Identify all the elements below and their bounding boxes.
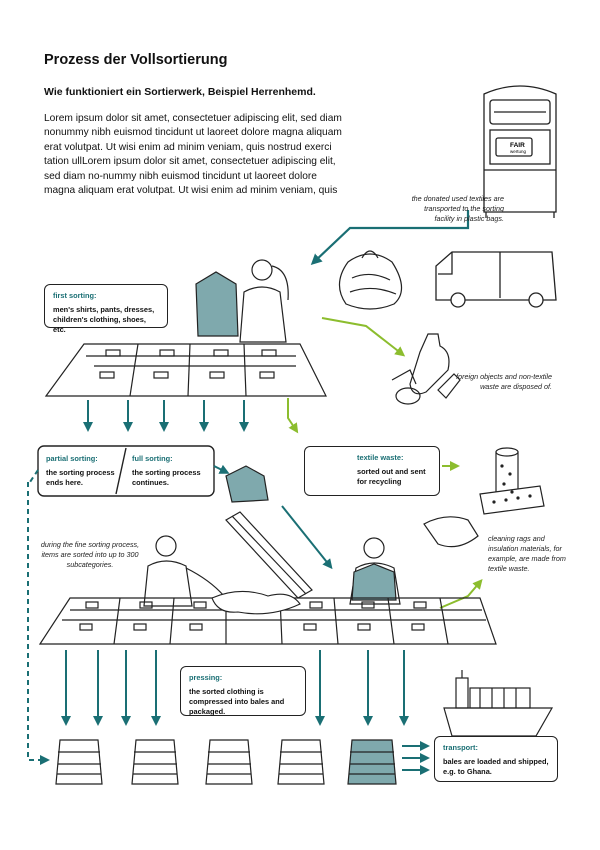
first-sorting-body: men's shirts, pants, dresses, children's… [53, 305, 155, 334]
container-sublabel: wertung [510, 149, 527, 154]
arrows-fine-table-down [61, 650, 409, 726]
pressing-body: the sorted clothing is compressed into b… [189, 687, 285, 716]
caption-foreign: foreign objects and non-textile waste ar… [456, 372, 552, 391]
arrows-first-table-down [83, 400, 249, 432]
full-sorting-body: the sorting process continues. [132, 468, 201, 487]
first-sorting-box: first sorting: men's shirts, pants, dres… [44, 284, 168, 334]
jacket-icon [225, 465, 269, 503]
caption-donated: the donated used textiles are transporte… [411, 194, 504, 223]
sweater-held-icon [351, 563, 397, 601]
arrow-to-jacket [213, 464, 230, 474]
bale-icon [131, 739, 179, 785]
bale-icon [277, 739, 325, 785]
arrows-to-transport [402, 741, 430, 775]
page-subtitle: Wie funktioniert ein Sortierwerk, Beispi… [44, 86, 316, 98]
plastic-bag-icon [338, 250, 403, 310]
dashed-arrow-partial-to-bales [27, 482, 50, 765]
bale-icon [55, 739, 103, 785]
bale-icon [205, 739, 253, 785]
full-sorting-box: full sorting: the sorting process contin… [132, 454, 210, 488]
transport-body: bales are loaded and shipped, e.g. to Gh… [443, 757, 549, 776]
intro-text: Lorem ipsum dolor sit amet, consectetuer… [44, 113, 342, 197]
shirt-held-icon [195, 271, 239, 337]
van-icon [435, 251, 557, 308]
conveyor-belt [225, 511, 313, 599]
transport-title: transport: [443, 743, 478, 752]
textile-waste-box: textile waste: sorted out and sent for r… [304, 446, 440, 496]
caption-rags: cleaning rags and insulation materials, … [488, 534, 566, 573]
textile-waste-title: textile waste: [357, 453, 404, 462]
foreign-objects-icon [391, 333, 461, 405]
partial-sorting-title: partial sorting: [46, 454, 98, 463]
arrow-to-rags [439, 578, 483, 609]
clothing-container-icon [483, 85, 557, 218]
arrow-to-textile-waste [287, 398, 299, 434]
textile-waste-body: sorted out and sent for recycling [357, 467, 426, 486]
first-sorting-table [44, 343, 327, 397]
worker-holding-shirt-icon [239, 259, 289, 343]
arrow-to-partial-box [29, 469, 39, 483]
pressing-box: pressing: the sorted clothing is compres… [180, 666, 306, 716]
partial-sorting-body: the sorting process ends here. [46, 468, 115, 487]
insulation-rolls-icon [479, 447, 545, 515]
arrow-to-foreign-objects [321, 317, 406, 357]
cleaning-rag-icon [423, 516, 479, 548]
caption-fine-sorting: during the fine sorting process, items a… [40, 540, 140, 569]
container-ship-icon [443, 670, 554, 737]
page-title: Prozess der Vollsortierung [44, 52, 228, 68]
transport-box: transport: bales are loaded and shipped,… [434, 736, 558, 782]
bale-icon-highlighted [347, 739, 397, 785]
arrow-container-to-sorting [310, 210, 470, 266]
first-sorting-title: first sorting: [53, 291, 97, 300]
container-label: FAIR [510, 142, 525, 149]
arrow-onto-conveyor [281, 505, 333, 570]
partial-sorting-box: partial sorting: the sorting process end… [46, 454, 120, 488]
full-sorting-title: full sorting: [132, 454, 173, 463]
clothes-pile-icon [211, 590, 301, 615]
bales-row [55, 739, 397, 785]
pressing-title: pressing: [189, 673, 223, 682]
